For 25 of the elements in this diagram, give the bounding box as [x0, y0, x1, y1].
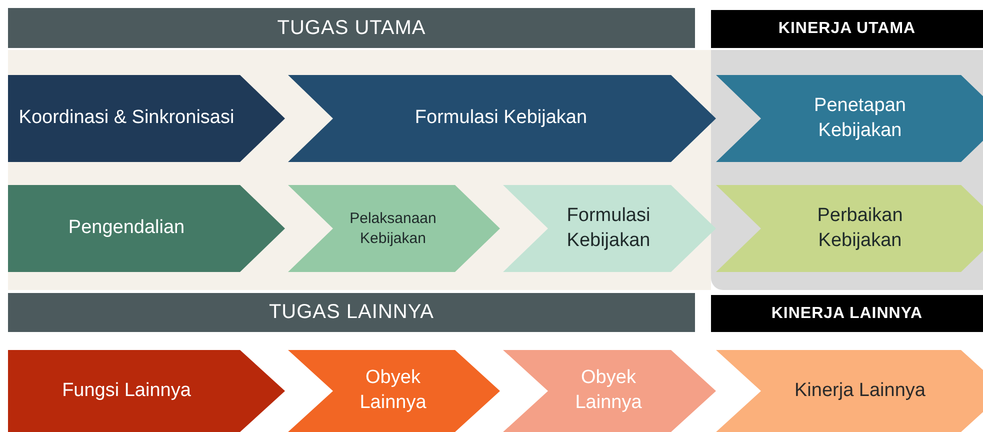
step-label: Koordinasi & Sinkronisasi [18, 106, 234, 130]
process-step [716, 350, 983, 432]
step-label: Formulasi Kebijakan [566, 204, 652, 252]
step-label: Perbaikan Kebijakan [816, 204, 904, 252]
step-label: Obyek Lainnya [358, 366, 428, 415]
process-step [8, 185, 285, 272]
step-label: Fungsi Lainnya [62, 378, 191, 403]
header-band [711, 295, 983, 332]
process-step [8, 350, 285, 432]
header-title: TUGAS LAINNYA [268, 301, 434, 324]
header-title: TUGAS UTAMA [277, 16, 426, 40]
header-band [711, 10, 983, 48]
process-step [8, 75, 285, 162]
step-label: Pengendalian [68, 216, 185, 240]
process-step [716, 185, 983, 272]
process-step [716, 75, 983, 162]
header-title: KINERJA LAINNYA [771, 304, 923, 322]
header-title: KINERJA UTAMA [778, 20, 916, 38]
step-label: Formulasi Kebijakan [414, 106, 588, 130]
step-label: Pelaksanaan Kebijakan [348, 209, 438, 248]
step-label: Penetapan Kebijakan [813, 94, 907, 142]
header-band [8, 293, 695, 332]
header-band [8, 8, 695, 48]
step-label: Obyek Lainnya [574, 366, 643, 415]
step-label: Kinerja Lainnya [794, 378, 926, 403]
